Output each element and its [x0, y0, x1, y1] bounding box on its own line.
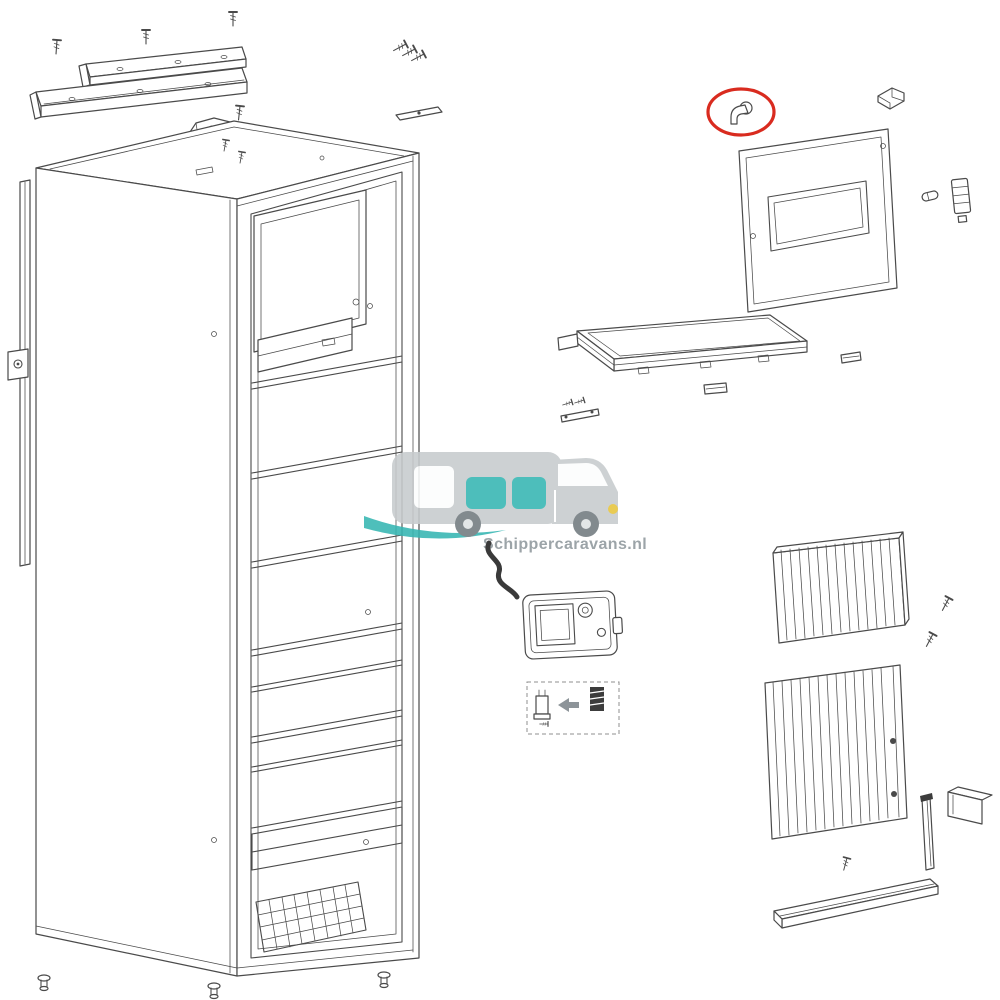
watermark: Schippercaravans.nl — [364, 452, 647, 553]
wall-corner-bracket — [947, 786, 993, 825]
bottom-rack — [255, 881, 367, 953]
caravan-light — [608, 504, 618, 514]
cabinet-left-face — [35, 167, 238, 977]
handle-strip — [920, 793, 935, 871]
vent-grille-lower — [764, 664, 908, 840]
tray-clip — [703, 382, 728, 395]
wall-screw-holes — [211, 303, 373, 845]
flat-strip — [395, 106, 443, 121]
thermostat-control-panel — [522, 590, 624, 660]
freezer-compartment — [253, 189, 367, 373]
leveling-bolts — [37, 971, 391, 1000]
screw-icon — [839, 856, 852, 872]
refrigerator-cabinet — [35, 120, 420, 977]
exhaust-elbow-assembly — [706, 87, 776, 137]
drip-rail — [773, 856, 939, 929]
door-fasteners — [921, 177, 972, 223]
plug-part — [533, 689, 551, 720]
mounting-rail-upper — [78, 46, 247, 88]
watermark-text: Schippercaravans.nl — [483, 536, 647, 553]
power-cable — [485, 540, 520, 600]
screw-icon — [390, 39, 409, 56]
screw-icon — [561, 398, 574, 409]
highlight-ellipse — [706, 87, 776, 137]
vent-grille-upper — [772, 531, 910, 644]
bolt-icon — [377, 971, 391, 989]
tray-side-clip — [840, 351, 862, 364]
screw-icon — [228, 11, 238, 27]
ribbed-block — [589, 687, 605, 711]
bolt-icon — [207, 982, 221, 1000]
crisper-drawer — [251, 806, 403, 871]
wire-shelves — [251, 355, 403, 835]
burner-tray — [557, 314, 862, 395]
door-window — [767, 180, 870, 252]
mounting-rail-lower — [29, 67, 248, 120]
caravan-window — [414, 466, 454, 508]
screw-icon — [573, 396, 586, 407]
screw-icon — [921, 631, 938, 650]
pin-fastener — [921, 190, 939, 202]
caravan-windshield — [558, 463, 608, 486]
screw-icon — [539, 721, 549, 727]
caravan-window-teal — [466, 477, 506, 509]
screw-icon — [51, 38, 62, 56]
side-trim-strip — [7, 179, 31, 567]
screw-icon — [141, 29, 151, 45]
screw-icon — [937, 595, 954, 614]
arrow-left-icon — [558, 698, 579, 712]
inner-liner — [250, 171, 403, 959]
screw-icon — [233, 104, 245, 122]
grille-screws — [921, 595, 954, 650]
door-corner-bracket — [877, 87, 905, 110]
terminal-block — [950, 177, 972, 223]
bolt-icon — [37, 974, 51, 992]
caravan-window-teal — [512, 477, 546, 509]
small-mounting-bracket — [560, 396, 600, 423]
freezer-door-panel — [738, 128, 898, 313]
fasteners-kit-box — [526, 681, 620, 735]
